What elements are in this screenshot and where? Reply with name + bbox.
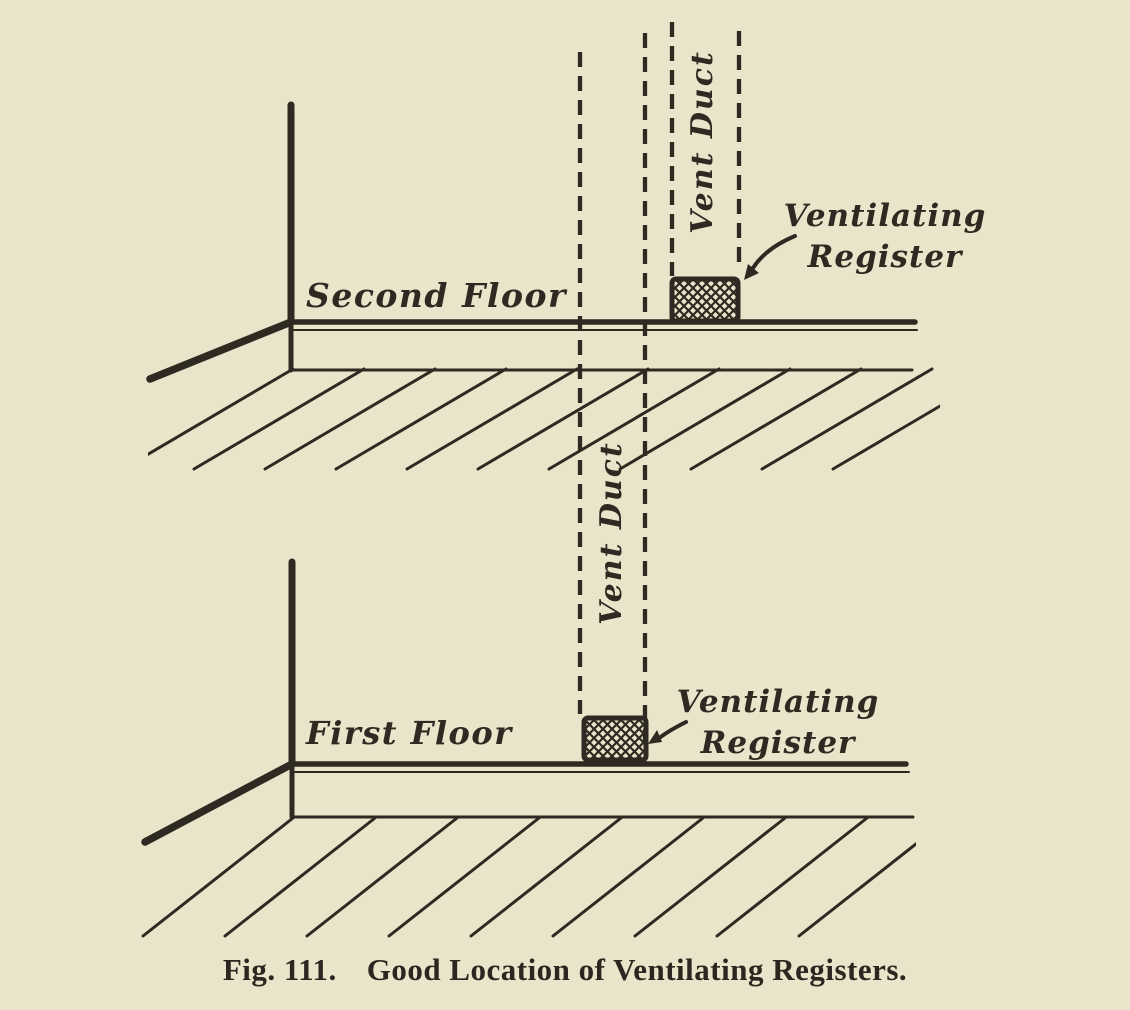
figure-number: Fig. 111. <box>222 952 337 987</box>
hatch-line <box>618 367 792 471</box>
vent-duct-label-upper: Vent Duct <box>685 50 720 234</box>
ventilating-register-label-upper: Ventilating Register <box>763 196 1007 278</box>
hatch-line <box>689 367 863 471</box>
hatch-line <box>148 367 295 457</box>
hatch-line <box>547 367 721 471</box>
register-label-line2: Register <box>807 238 963 275</box>
hatch-line <box>387 816 541 938</box>
lower-joist-hatching <box>141 816 916 938</box>
hatch-line <box>760 367 934 471</box>
first-floor-register <box>581 715 649 763</box>
hatch-line <box>141 816 295 938</box>
hatch-line <box>192 367 366 471</box>
vent-duct-lines <box>577 22 742 742</box>
hatch-line <box>551 816 705 938</box>
ventilating-register-label-lower: Ventilating Register <box>656 682 900 764</box>
upper-joist-hatching <box>148 367 940 471</box>
hatch-line <box>715 816 869 938</box>
baseboard-line <box>141 760 296 846</box>
hatch-line <box>469 816 623 938</box>
hatch-line <box>797 842 916 938</box>
lower-floor-structure <box>141 558 915 846</box>
figure-title: Good Location of Ventilating Registers. <box>366 952 908 987</box>
hatch-line <box>334 367 508 471</box>
upper-floor-structure <box>146 101 918 383</box>
first-floor-label: First Floor <box>306 714 513 752</box>
second-floor-register <box>669 276 741 324</box>
hatch-line <box>831 404 940 471</box>
baseboard-line <box>146 318 295 383</box>
figure-caption: Fig. 111. Good Location of Ventilating Re… <box>0 952 1130 988</box>
register-label-line1: Ventilating <box>783 198 987 234</box>
hatch-line <box>305 816 459 938</box>
arrow-to-lower-register-icon <box>648 720 688 744</box>
hatch-line <box>263 367 437 471</box>
register-label-line2: Register <box>700 724 856 761</box>
hatch-line <box>476 367 650 471</box>
hatch-line <box>405 367 579 471</box>
arrow-to-upper-register-icon <box>744 234 797 280</box>
register-label-line1: Ventilating <box>676 684 880 720</box>
second-floor-label: Second Floor <box>306 276 567 315</box>
hatch-line <box>633 816 787 938</box>
vent-duct-label-lower: Vent Duct <box>594 441 629 625</box>
hatch-line <box>223 816 377 938</box>
